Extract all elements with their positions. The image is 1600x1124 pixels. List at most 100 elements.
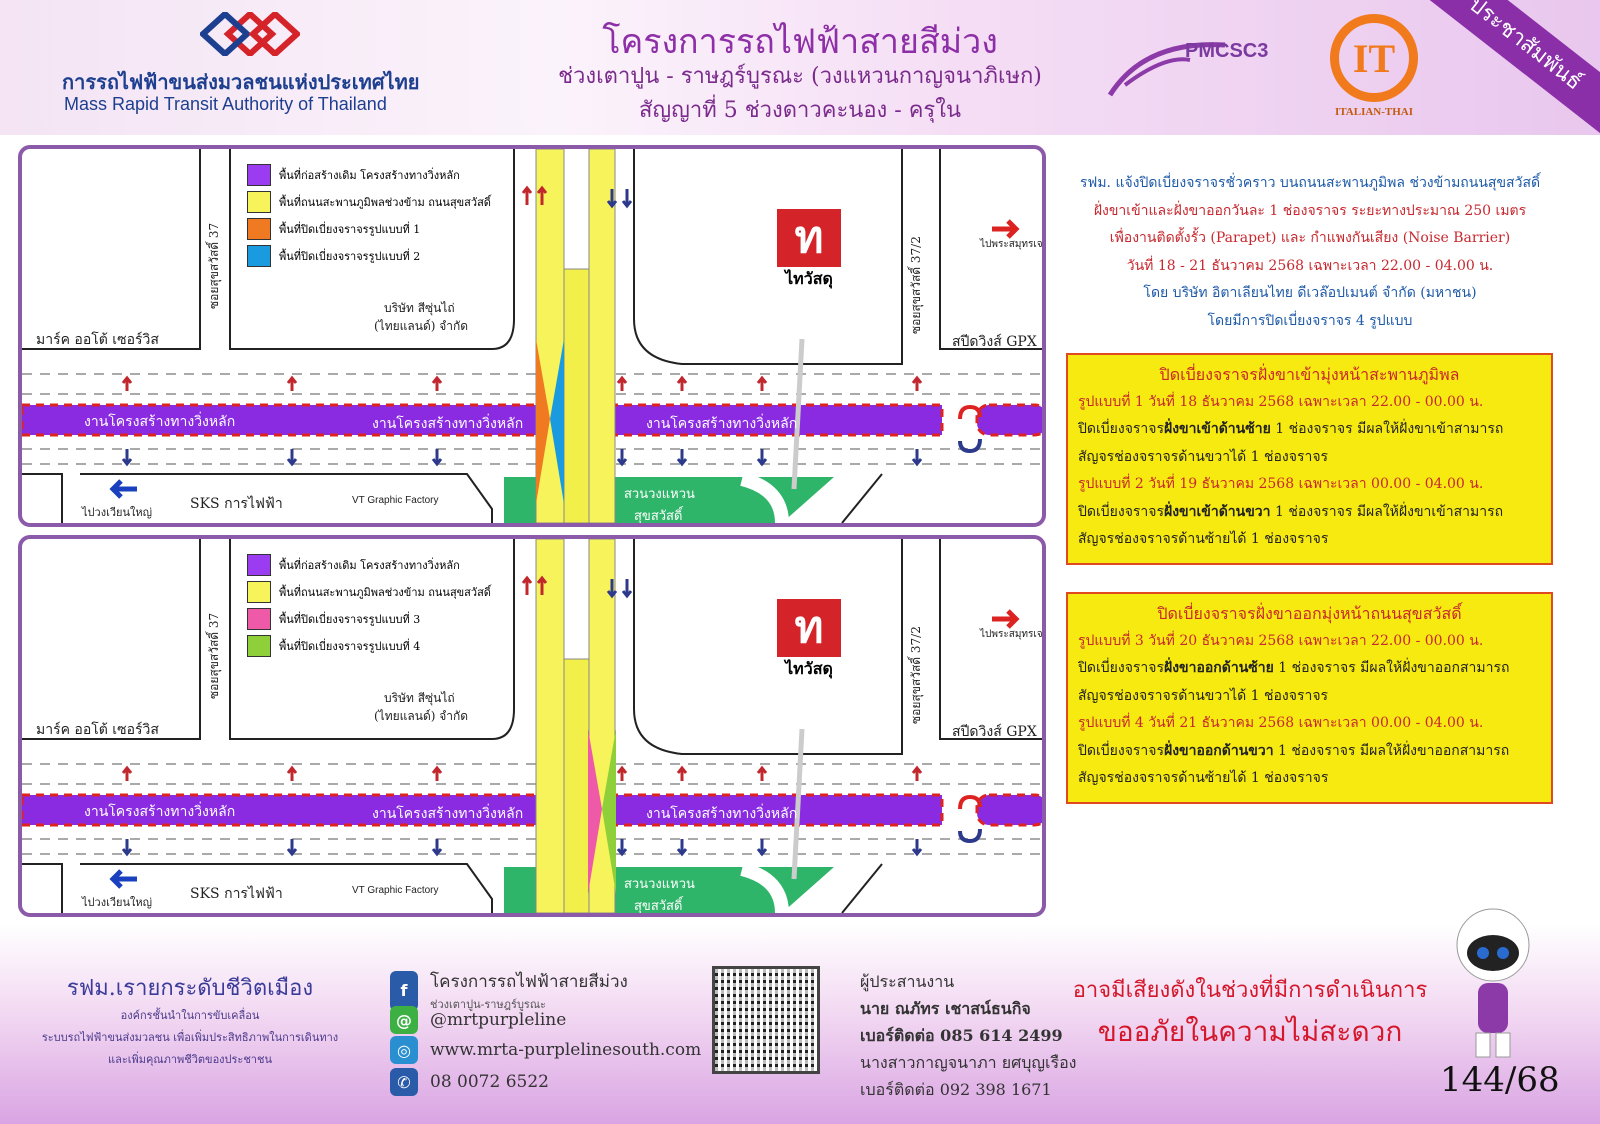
schedule-detail: ปิดเบี่ยงจราจรฝั่งขาออกด้านขวา 1 ช่องจรา… xyxy=(1078,742,1510,759)
closure-area-b xyxy=(602,729,616,894)
map-label-vt: VT Graphic Factory xyxy=(352,495,439,506)
map-label-main-works: งานโครงสร้างทางวิ่งหลัก xyxy=(84,804,236,820)
map-label-main-works: งานโครงสร้างทางวิ่งหลัก xyxy=(372,416,524,432)
map-label-main-works: งานโครงสร้างทางวิ่งหลัก xyxy=(372,806,524,822)
coordinator-info: ผู้ประสานงาน นาย ณภัทร เชาสน์ธนกิจ เบอร์… xyxy=(860,972,1077,1099)
traffic-arrow xyxy=(121,375,133,391)
map-label-park2: สุขสวัสดิ์ xyxy=(634,899,683,914)
closure-area-b xyxy=(550,339,564,504)
line-link[interactable]: @ @mrtpurpleline xyxy=(390,1006,566,1034)
traffic-arrow xyxy=(606,189,618,209)
pmcsc3-logo-icon xyxy=(1107,42,1226,97)
org-name-english: Mass Rapid Transit Authority of Thailand xyxy=(64,94,387,114)
map-label-park1: สวนวงแหวน xyxy=(624,877,695,892)
traffic-arrow xyxy=(536,575,548,595)
schedule-detail: ปิดเบี่ยงจราจรฝั่งขาออกด้านซ้าย 1 ช่องจร… xyxy=(1078,660,1510,676)
traffic-arrow xyxy=(911,765,923,781)
intersection-map xyxy=(22,149,1042,523)
info-line: รฟม. แจ้งปิดเบี่ยงจราจรชั่วคราว บนถนนสะพ… xyxy=(1079,175,1541,191)
map-label-gpx: สปีดวิงส์ GPX xyxy=(952,334,1037,350)
phone-link[interactable]: ✆ 08 0072 6522 xyxy=(390,1068,549,1096)
map-label-sks: SKS การไฟฟ้า xyxy=(190,496,283,512)
info-line: โดยมีการปิดเบี่ยงจราจร 4 รูปแบบ xyxy=(1207,312,1413,329)
legend-swatch xyxy=(247,553,271,576)
legend-item: พื้นที่ถนนสะพานภูมิพลช่วงข้าม ถนนสุขสวัส… xyxy=(247,578,491,605)
website-link[interactable]: ◎ www.mrta-purplelinesouth.com xyxy=(390,1036,701,1064)
legend-item: พื้นที่ปิดเบี่ยงจราจรรูปแบบที่ 1 xyxy=(247,215,491,242)
slogan-line: องค์กรชั้นนำในการขับเคลื่อน xyxy=(120,1009,260,1022)
main-structure-strip xyxy=(22,793,944,827)
legend-swatch xyxy=(247,244,271,267)
map-label-soi37-2: ซอยสุขสวัสดิ์ 37/2 xyxy=(909,236,923,334)
map-label-sks: SKS การไฟฟ้า xyxy=(190,886,283,902)
schedule-detail: ปิดเบี่ยงจราจรฝั่งขาเข้าด้านขวา 1 ช่องจร… xyxy=(1078,503,1504,520)
traffic-arrow xyxy=(756,839,768,857)
schedule-time: รูปแบบที่ 3 วันที่ 20 ธันวาคม 2568 เฉพาะ… xyxy=(1078,632,1484,649)
traffic-arrow xyxy=(676,765,688,781)
map-label-to-wongwian: ไปวงเวียนใหญ่ xyxy=(82,506,152,519)
u-turn-icon xyxy=(958,828,982,844)
page-title: โครงการรถไฟฟ้าสายสีม่วง xyxy=(602,22,998,62)
light-pole xyxy=(791,338,805,490)
schedule-detail: สัญจรช่องจราจรด้านขวาได้ 1 ช่องจราจร xyxy=(1078,687,1329,704)
slogan-line: ระบบรถไฟฟ้าขนส่งมวลชน เพื่อเพิ่มประสิทธิ… xyxy=(41,1031,339,1044)
map-label-park2: สุขสวัสดิ์ xyxy=(634,509,683,524)
footer-slogan: รฟม.เรายกระดับชีวิตเมือง องค์กรชั้นนำในก… xyxy=(20,970,360,1071)
traffic-arrow xyxy=(121,449,133,467)
closure-schedule-box: ปิดเบี่ยงจราจรฝั่งขาเข้ามุ่งหน้าสะพานภูม… xyxy=(1066,353,1553,565)
line-at-icon: @ xyxy=(390,1006,418,1034)
map-label-company: บริษัท สีซุ่นไถ่ xyxy=(384,691,455,705)
traffic-arrow xyxy=(911,839,923,857)
header: การรถไฟฟ้าขนส่งมวลชนแห่งประเทศไทย Mass R… xyxy=(0,0,1600,135)
qr-code[interactable] xyxy=(712,966,820,1074)
info-line: ฝั่งขาเข้าและฝั่งขาออกวันละ 1 ช่องจราจร … xyxy=(1093,202,1527,219)
closure-area-a xyxy=(536,339,550,504)
bridge-lane-left xyxy=(535,539,565,913)
box-heading: ปิดเบี่ยงจราจรฝั่งขาออกมุ่งหน้าถนนสุขสวั… xyxy=(1157,604,1462,623)
intersection-map xyxy=(22,539,1042,913)
traffic-arrow xyxy=(621,579,633,599)
traffic-arrow xyxy=(756,375,768,391)
schedule-detail: สัญจรช่องจราจรด้านซ้ายได้ 1 ช่องจราจร xyxy=(1078,531,1329,547)
traffic-arrow xyxy=(676,375,688,391)
traffic-arrow xyxy=(616,765,628,781)
map-label-park1: สวนวงแหวน xyxy=(624,487,695,502)
legend-swatch xyxy=(247,580,271,603)
u-turn-icon xyxy=(958,794,982,810)
phone-icon: ✆ xyxy=(390,1068,418,1096)
direction-arrow-icon xyxy=(109,479,137,499)
schedule-detail: สัญจรช่องจราจรด้านขวาได้ 1 ช่องจราจร xyxy=(1078,448,1329,465)
document-number: 144/68 xyxy=(1440,1060,1560,1100)
facebook-link[interactable]: f โครงการรถไฟฟ้าสายสีม่วงช่วงเตาปูน-ราษฎ… xyxy=(390,968,628,1013)
legend-swatch xyxy=(247,634,271,657)
mascot-icon xyxy=(1456,908,1530,1058)
traffic-arrow xyxy=(616,839,628,857)
slogan-title: รฟม.เรายกระดับชีวิตเมือง xyxy=(66,976,314,1001)
map-label-company2: (ไทยแลนด์) จำกัด xyxy=(374,709,469,723)
light-pole xyxy=(791,728,805,880)
map-label-main-works: งานโครงสร้างทางวิ่งหลัก xyxy=(646,806,798,822)
contract-label: สัญญาที่ 5 ช่วงดาวคะนอง - ครุใน xyxy=(638,98,962,123)
traffic-arrow xyxy=(756,449,768,467)
schedule-time: รูปแบบที่ 4 วันที่ 21 ธันวาคม 2568 เฉพาะ… xyxy=(1078,715,1484,731)
traffic-arrow xyxy=(431,765,443,781)
announcement-ribbon: ประชาสัมพันธ์ xyxy=(1419,0,1600,134)
traffic-arrow xyxy=(606,579,618,599)
traffic-arrow xyxy=(676,449,688,467)
traffic-arrow xyxy=(616,449,628,467)
globe-icon: ◎ xyxy=(390,1036,418,1064)
thaiwatsadu-logo: ทไทวัสดุ xyxy=(774,599,844,689)
schedule-detail: ปิดเบี่ยงจราจรฝั่งขาเข้าด้านซ้าย 1 ช่องจ… xyxy=(1078,421,1504,437)
traffic-arrow xyxy=(121,839,133,857)
info-line: วันที่ 18 - 21 ธันวาคม 2568 เฉพาะเวลา 22… xyxy=(1126,257,1494,274)
italian-thai-name: ITALIAN-THAI xyxy=(1335,106,1414,118)
map-label-to-wongwian: ไปวงเวียนใหญ่ xyxy=(82,896,152,909)
traffic-arrow xyxy=(616,375,628,391)
schedule-time: รูปแบบที่ 2 วันที่ 19 ธันวาคม 2568 เฉพาะ… xyxy=(1078,476,1484,492)
closure-schedule-box: ปิดเบี่ยงจราจรฝั่งขาออกมุ่งหน้าถนนสุขสวั… xyxy=(1066,592,1553,804)
info-line: โดย บริษัท อิตาเลียนไทย ดีเวล๊อปเมนต์ จำ… xyxy=(1143,285,1477,301)
u-turn-icon xyxy=(958,404,982,420)
map-label-company: บริษัท สีซุ่นไถ่ xyxy=(384,301,455,315)
page-subtitle: ช่วงเตาปูน - ราษฎร์บูรณะ (วงแหวนกาญจนาภิ… xyxy=(558,64,1042,89)
traffic-arrow xyxy=(536,185,548,205)
